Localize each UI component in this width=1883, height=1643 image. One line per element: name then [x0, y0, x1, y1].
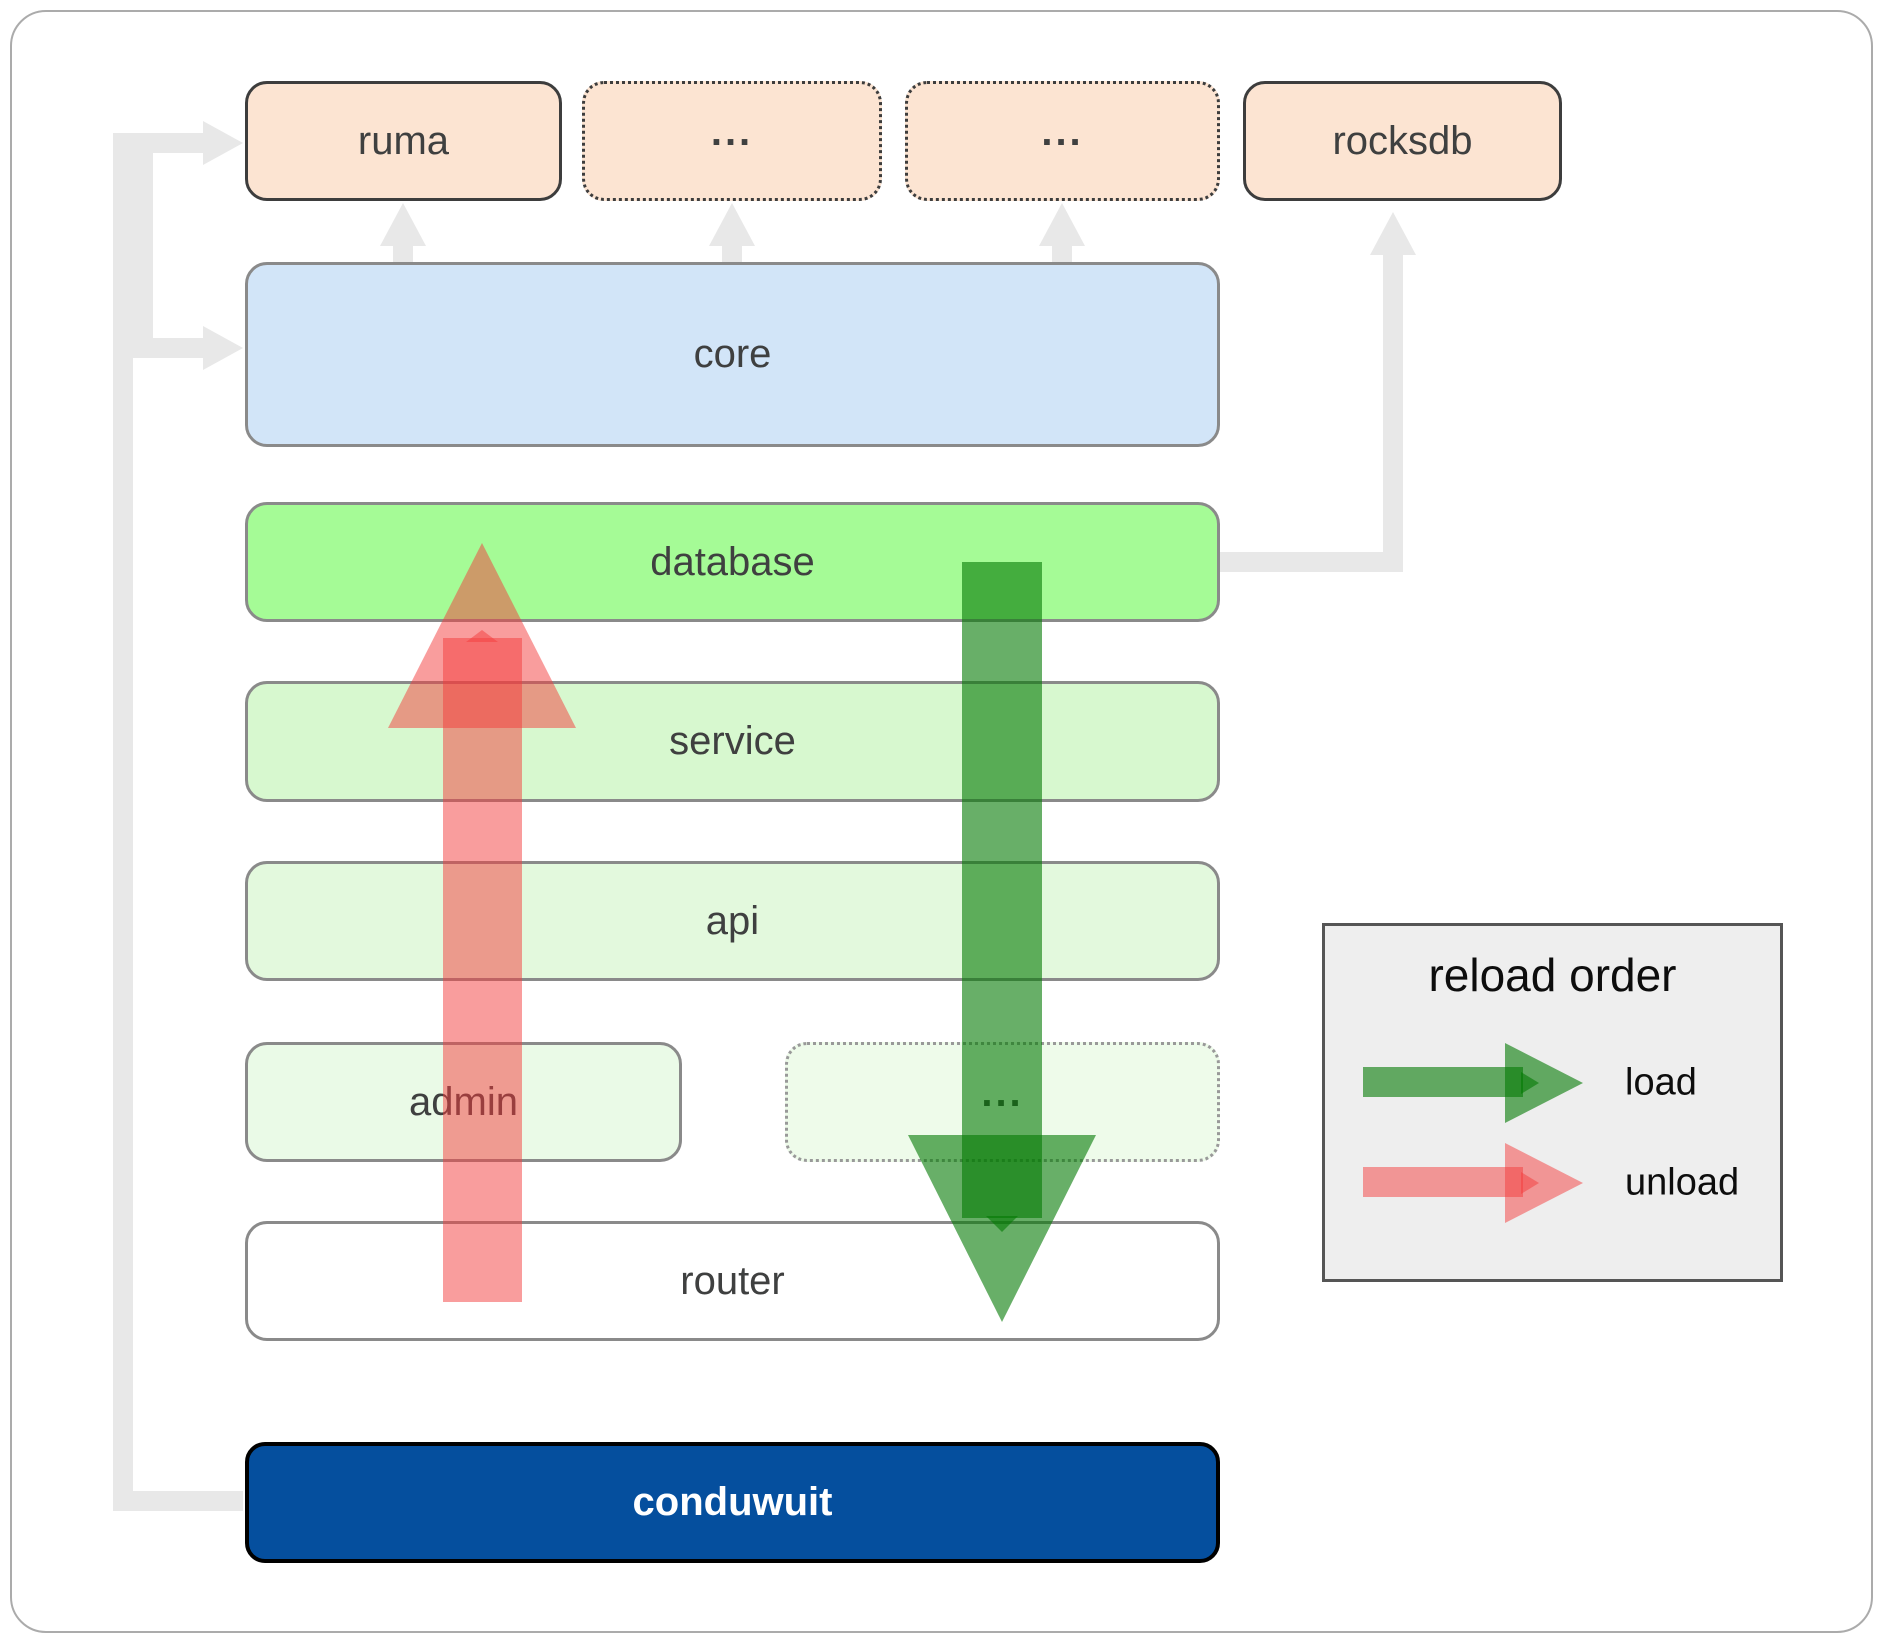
- legend-load-label: load: [1625, 1061, 1697, 1104]
- box-database-label: database: [650, 539, 815, 584]
- legend-unload-arrow-body: [1363, 1167, 1523, 1197]
- arrowhead-into-core-icon: [203, 326, 243, 370]
- box-ellipsis-1-label: ...: [710, 109, 754, 154]
- conduwuit-left-vertical-line: [113, 143, 133, 1511]
- arrowhead-core-to-ellipsis1-icon: [709, 203, 755, 246]
- box-core-label: core: [693, 332, 772, 376]
- box-conduwuit-label: conduwuit: [632, 1480, 833, 1524]
- arrowhead-into-rocksdb-icon: [1370, 212, 1416, 255]
- load-arrow-body: [962, 562, 1042, 1218]
- box-api: api: [245, 861, 1220, 981]
- box-ellipsis-1: ...: [582, 81, 882, 201]
- conduwuit-to-core-arm: [133, 338, 203, 358]
- box-ellipsis-2-label: ...: [1041, 109, 1084, 154]
- core-to-ruma-stem: [393, 246, 413, 266]
- conduwuit-bottom-arm: [113, 1491, 243, 1511]
- core-to-ellipsis1-stem: [722, 246, 742, 266]
- arrowhead-into-ruma-icon: [203, 121, 243, 165]
- conduwuit-to-ruma-arm: [113, 133, 203, 153]
- box-ruma: ruma: [245, 81, 562, 201]
- legend-unload-arrow-head-icon: [1505, 1143, 1583, 1223]
- legend-unload-label: unload: [1625, 1161, 1740, 1204]
- conduwuit-to-core-branch: [133, 150, 153, 358]
- unload-arrow-body: [443, 638, 522, 1302]
- diagram-frame: [10, 10, 1873, 1633]
- box-api-label: api: [705, 898, 760, 943]
- arrowhead-core-to-ruma-icon: [380, 203, 426, 246]
- box-conduwuit: conduwuit: [245, 1442, 1220, 1563]
- load-arrow-head-icon: [908, 1135, 1096, 1322]
- box-service-label: service: [669, 719, 796, 763]
- box-rocksdb: rocksdb: [1243, 81, 1562, 201]
- box-router-label: router: [680, 1258, 785, 1303]
- box-ruma-label: ruma: [357, 118, 450, 163]
- arrowhead-core-to-ellipsis2-icon: [1039, 203, 1085, 246]
- box-rocksdb-label: rocksdb: [1332, 118, 1473, 163]
- database-to-rocksdb-horizontal: [1220, 552, 1403, 572]
- legend-load-arrow-head-icon: [1505, 1043, 1583, 1123]
- legend-load-arrow-body: [1363, 1067, 1523, 1097]
- box-core: core: [245, 262, 1220, 447]
- box-ellipsis-2: ...: [905, 81, 1220, 201]
- unload-arrow-head-icon: [388, 543, 576, 728]
- legend-title: reload order: [1428, 949, 1677, 1001]
- core-to-ellipsis2-stem: [1052, 246, 1072, 266]
- database-to-rocksdb-vertical: [1383, 255, 1403, 572]
